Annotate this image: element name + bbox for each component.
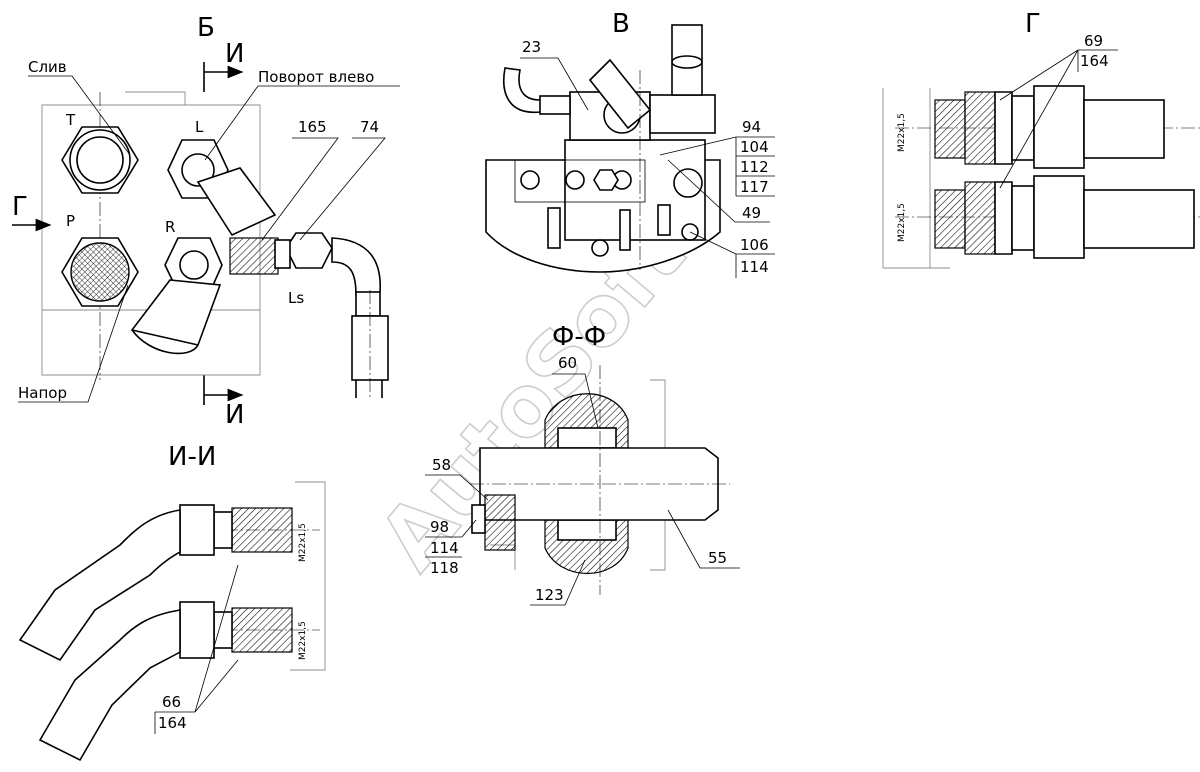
ref-98: 98 (430, 518, 449, 536)
view-g-arrow-label: Г (12, 192, 28, 222)
ref-55: 55 (708, 549, 727, 567)
view-g: Г M22x1,5 M22x1,5 69 164 (882, 9, 1200, 269)
ref-58: 58 (432, 456, 451, 474)
section-ff-title: Ф-Ф (552, 322, 606, 352)
ref-117: 117 (740, 178, 769, 196)
ref-49: 49 (742, 204, 761, 222)
ref-114: 114 (740, 258, 769, 276)
view-v-title: В (612, 9, 630, 39)
port-ls-label: Ls (288, 289, 304, 307)
label-pressure: Напор (18, 384, 67, 402)
view-b-title: Б (197, 13, 215, 43)
ref-23: 23 (522, 38, 541, 56)
section-ii: И-И M22x1,5 M22x1,5 66 164 (18, 442, 326, 762)
thread-g-top: M22x1,5 (897, 113, 907, 152)
ref-165: 165 (298, 118, 327, 136)
port-l-label: L (195, 118, 204, 136)
ref-60: 60 (558, 354, 577, 372)
port-t-label: T (65, 111, 76, 129)
ref-164-ii: 164 (158, 714, 187, 732)
section-mark-bottom: И (225, 400, 244, 430)
section-ii-title: И-И (168, 442, 216, 472)
ref-74: 74 (360, 118, 379, 136)
ref-123: 123 (535, 586, 564, 604)
thread-g-bottom: M22x1,5 (897, 203, 907, 242)
view-b: Б И И T P Г L R (12, 13, 400, 430)
view-g-title: Г (1025, 9, 1041, 39)
section-mark-top: И (225, 39, 244, 69)
port-p-label: P (66, 212, 75, 230)
ref-66: 66 (162, 693, 181, 711)
ref-106: 106 (740, 236, 769, 254)
view-v: В 23 94 104 112 117 (485, 9, 775, 278)
label-left-turn: Поворот влево (258, 68, 374, 86)
ref-118: 118 (430, 559, 459, 577)
thread-ii-top: M22x1,5 (298, 523, 308, 562)
ref-104: 104 (740, 138, 769, 156)
ref-114-ff: 114 (430, 539, 459, 557)
ref-112: 112 (740, 158, 769, 176)
port-r-label: R (165, 218, 175, 236)
ref-164-g: 164 (1080, 52, 1109, 70)
label-drain: Слив (28, 58, 67, 76)
section-ff: Ф-Ф 60 58 98 114 118 55 123 (425, 322, 740, 606)
ref-69: 69 (1084, 32, 1103, 50)
thread-ii-bottom: M22x1,5 (298, 621, 308, 660)
ref-94: 94 (742, 118, 761, 136)
